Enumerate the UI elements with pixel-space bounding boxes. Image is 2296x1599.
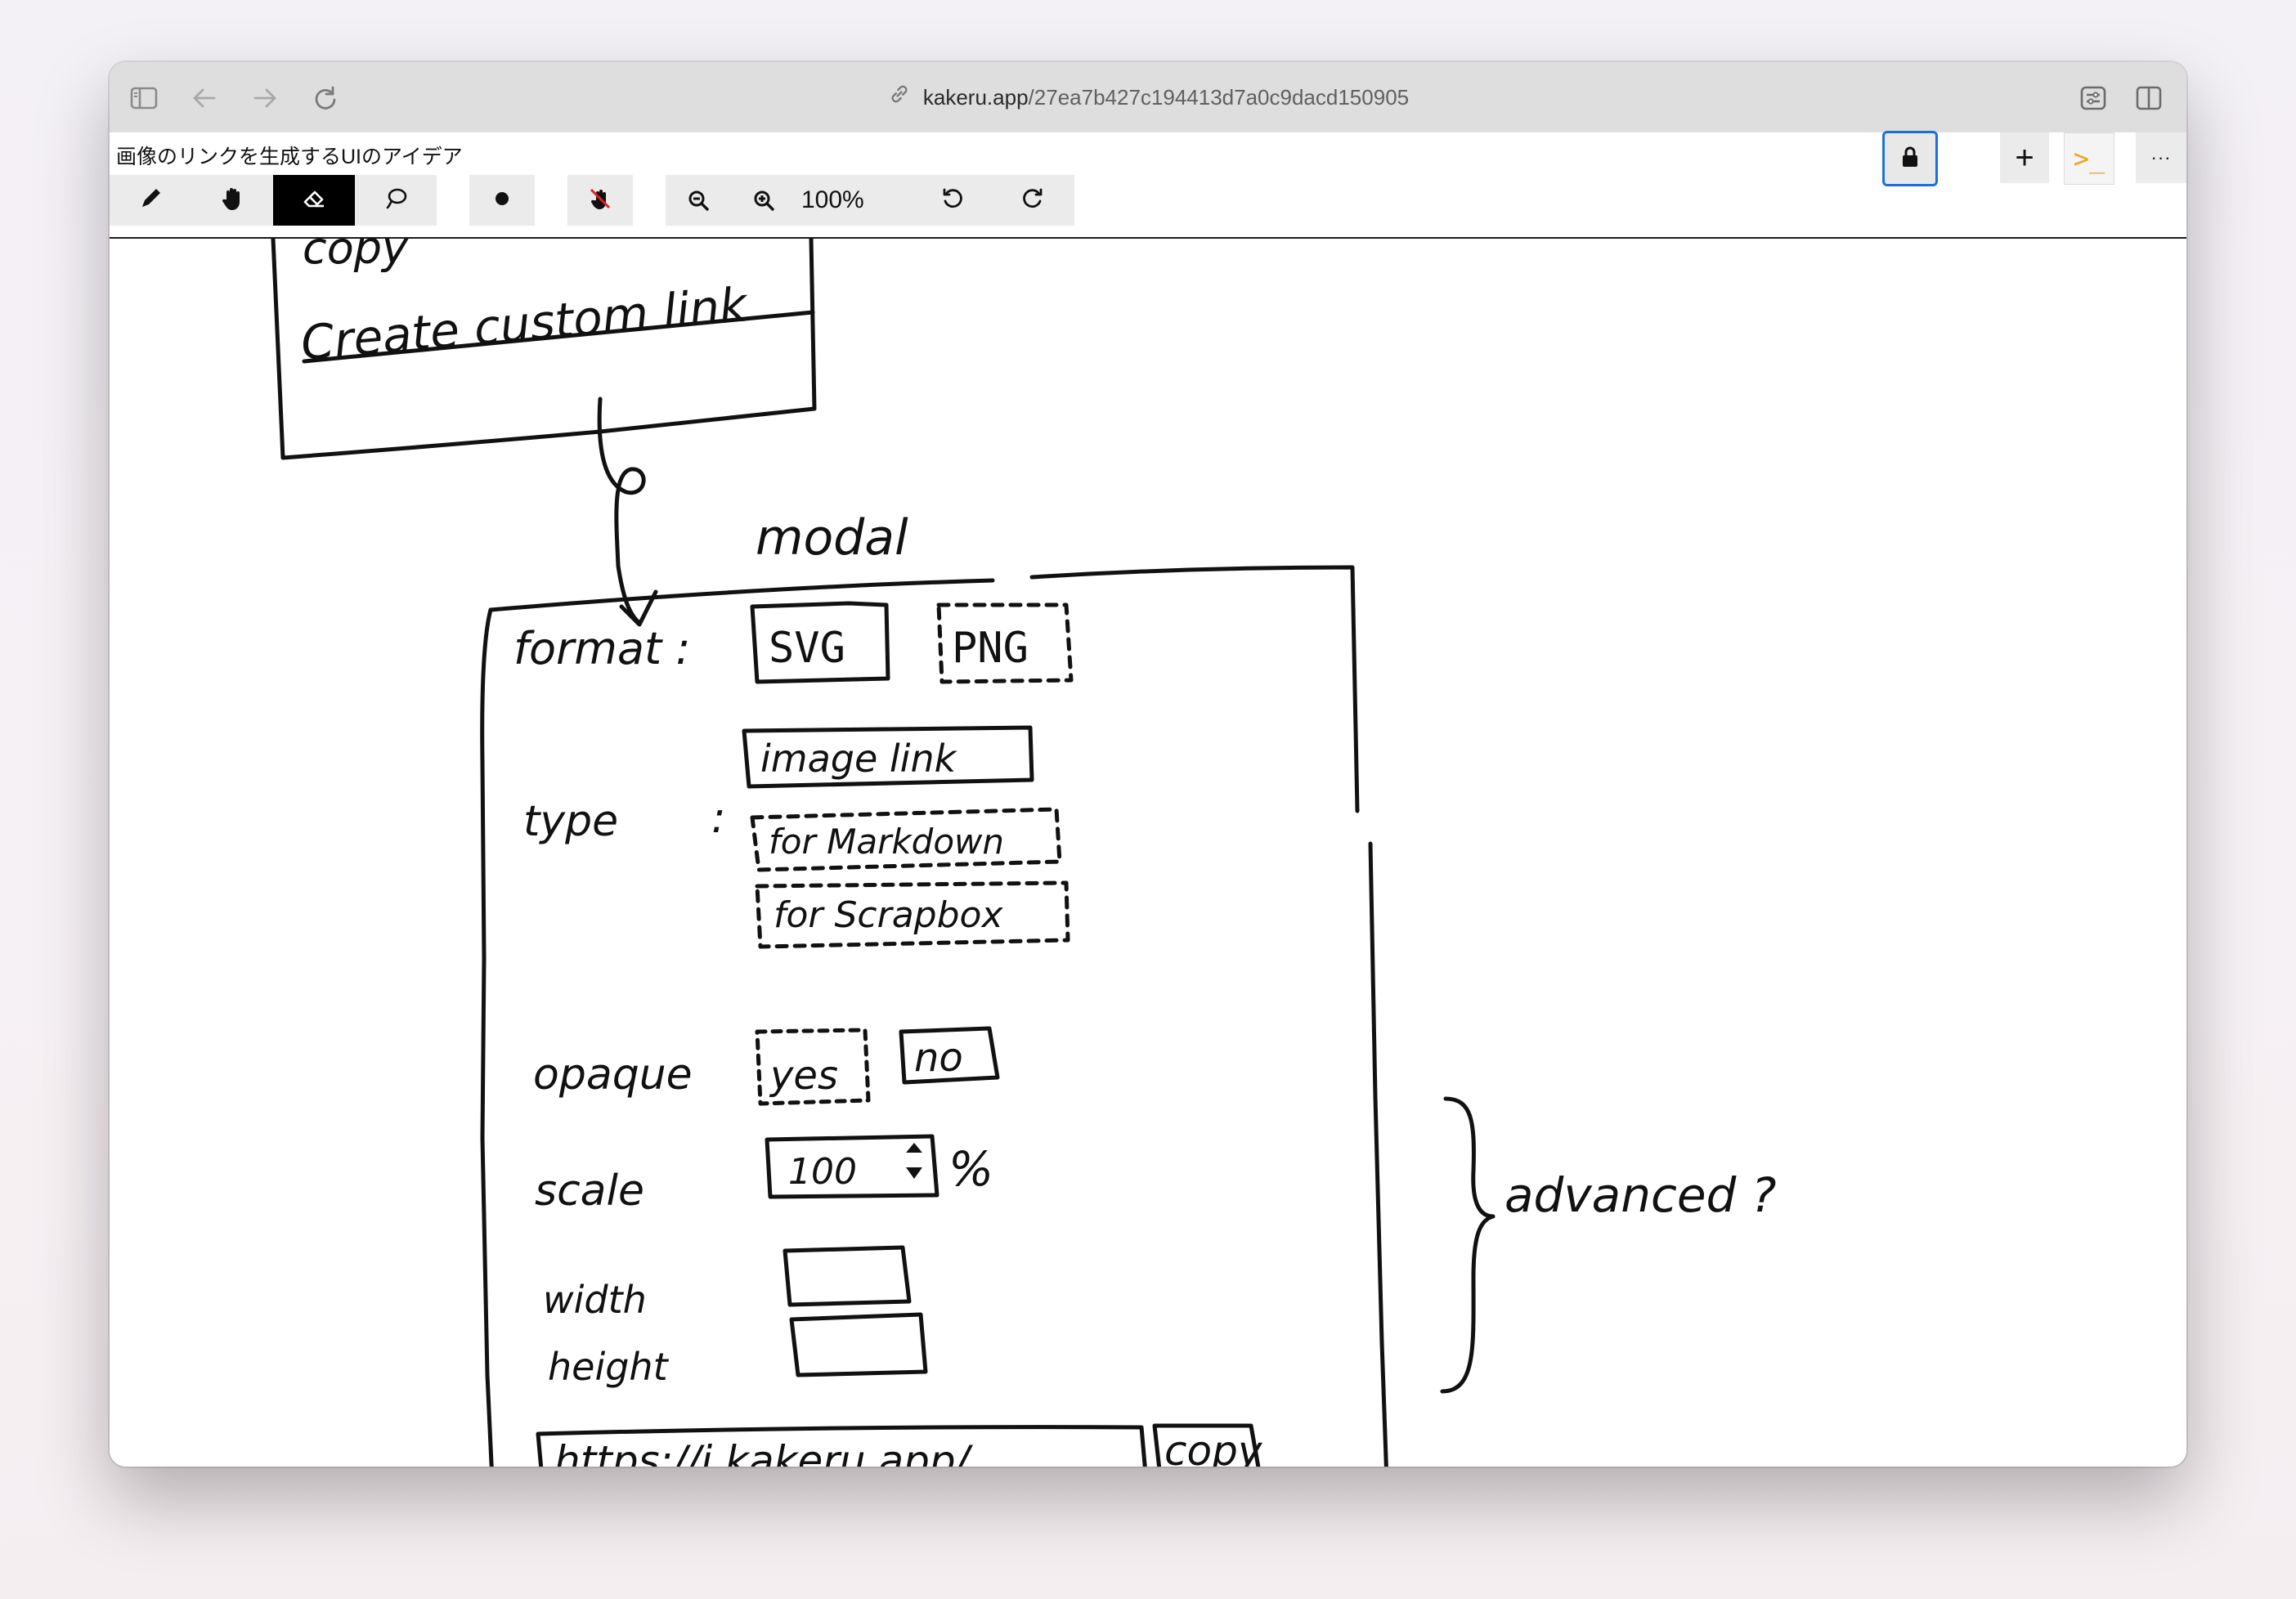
history-group <box>911 175 1074 226</box>
advanced-label: advanced ? <box>1505 1167 1777 1223</box>
format-png-button[interactable]: PNG <box>952 624 1029 673</box>
format-label: format : <box>513 623 690 674</box>
page-title: 画像のリンクを生成するUIのアイデア <box>116 146 463 168</box>
arrow-head <box>619 589 658 627</box>
height-input-box <box>789 1312 928 1377</box>
width-input-box <box>783 1245 912 1307</box>
lasso-tool-button[interactable] <box>355 175 437 226</box>
eraser-icon <box>301 186 327 216</box>
hand-icon <box>219 186 245 216</box>
more-button[interactable]: ··· <box>2136 132 2186 183</box>
url-path: /27ea7b427c194413d7a0c9dacd150905 <box>1028 85 1410 110</box>
menu-divider <box>302 310 815 364</box>
copy-button[interactable]: copy <box>1164 1427 1263 1467</box>
url-input-box <box>536 1425 1147 1467</box>
redo-icon[interactable] <box>1020 186 1047 216</box>
markdown-button-box <box>750 807 1062 872</box>
image-link-button-box <box>742 725 1034 789</box>
menu-copy-label: copy <box>303 239 409 274</box>
modal-label: modal <box>756 509 908 567</box>
format-svg-button[interactable]: SVG <box>769 624 845 673</box>
stepper-arrows-icon <box>906 1143 922 1179</box>
undo-icon[interactable] <box>939 186 965 216</box>
copy-button-box <box>1152 1423 1261 1467</box>
zoom-out-icon[interactable] <box>666 187 731 213</box>
modal-frame <box>480 565 1388 1467</box>
opaque-label: opaque <box>533 1050 693 1100</box>
touch-toggle-button[interactable] <box>567 175 633 226</box>
scrapbox-button-box <box>755 880 1070 949</box>
reload-icon[interactable] <box>307 80 343 116</box>
no-touch-icon <box>587 186 613 216</box>
eraser-tool-button[interactable] <box>273 175 355 226</box>
type-colon: : <box>711 794 726 843</box>
scale-unit: % <box>948 1141 993 1197</box>
lasso-icon <box>383 186 409 216</box>
menu-box <box>271 236 817 460</box>
menu-create-custom-link: Create custom link <box>298 276 751 371</box>
svg-button-box <box>750 601 890 684</box>
png-button-box <box>936 602 1074 684</box>
type-image-link-button[interactable]: image link <box>760 737 958 781</box>
hand-tool-button[interactable] <box>191 175 273 226</box>
flow-arrow <box>597 396 646 625</box>
tab-settings-icon[interactable] <box>2075 80 2111 116</box>
link-icon <box>887 78 912 119</box>
zoom-level: 100% <box>801 186 864 213</box>
lock-icon <box>1897 144 1923 174</box>
scale-value[interactable]: 100 <box>788 1151 857 1193</box>
height-label: height <box>548 1345 670 1389</box>
pen-tool-button[interactable] <box>110 175 191 226</box>
lock-button[interactable] <box>1882 131 1938 186</box>
scale-input-box <box>765 1134 939 1199</box>
type-label: type <box>523 797 618 846</box>
zoom-in-icon[interactable] <box>731 187 796 213</box>
browser-titlebar: kakeru.app/27ea7b427c194413d7a0c9dacd150… <box>110 62 2186 132</box>
opaque-yes-button[interactable]: yes <box>769 1053 838 1099</box>
yes-button-box <box>755 1028 871 1106</box>
forward-arrow-icon[interactable] <box>247 80 283 116</box>
url-output[interactable]: https://i.kakeru.app/.... <box>554 1437 1021 1467</box>
app-header: 画像のリンクを生成するUIのアイデア 100% <box>110 131 2186 239</box>
stroke-size-button[interactable] <box>469 175 535 226</box>
split-view-icon[interactable] <box>2131 80 2167 116</box>
url-host: kakeru.app <box>922 85 1029 110</box>
add-button[interactable]: + <box>2000 132 2049 183</box>
browser-window: kakeru.app/27ea7b427c194413d7a0c9dacd150… <box>110 62 2186 1467</box>
width-label: width <box>543 1278 647 1322</box>
scale-label: scale <box>535 1167 644 1216</box>
terminal-button[interactable]: >_ <box>2064 132 2114 185</box>
no-button-box <box>899 1026 1000 1085</box>
opaque-no-button[interactable]: no <box>914 1035 963 1081</box>
address-bar[interactable]: kakeru.app/27ea7b427c194413d7a0c9dacd150… <box>110 77 2186 118</box>
dot-icon <box>489 186 515 216</box>
back-arrow-icon[interactable] <box>186 80 222 116</box>
drawing-canvas[interactable]: copy Create custom link modal format : S… <box>110 222 2186 1467</box>
sketch-drawing: copy Create custom link modal format : S… <box>271 222 1777 1467</box>
type-scrapbox-button[interactable]: for Scrapbox <box>774 894 1003 936</box>
advanced-brace <box>1440 1096 1496 1394</box>
pen-icon <box>137 186 164 216</box>
sidebar-toggle-icon[interactable] <box>126 80 162 116</box>
type-markdown-button[interactable]: for Markdown <box>769 822 1004 862</box>
